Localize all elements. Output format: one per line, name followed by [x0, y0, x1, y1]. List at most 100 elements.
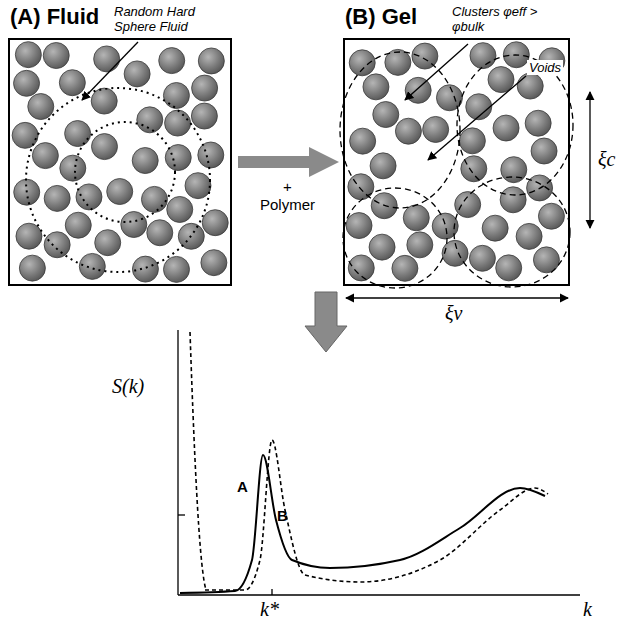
sphere: [470, 43, 496, 69]
sphere: [407, 232, 433, 258]
sphere: [159, 48, 185, 74]
sphere: [76, 184, 102, 210]
block-arrow: [305, 292, 347, 352]
callout-label: Random Hard Sphere Fluid: [114, 4, 214, 34]
sphere: [392, 255, 418, 281]
length-symbol: ξc: [598, 148, 615, 171]
sphere: [121, 212, 147, 238]
sphere: [516, 223, 542, 249]
sphere: [137, 107, 163, 133]
sphere: [19, 255, 45, 281]
leader-line: [428, 76, 526, 160]
sphere: [191, 103, 217, 129]
callout-label: Clusters φeff > φbulk: [452, 4, 542, 34]
sphere: [370, 153, 396, 179]
sphere: [423, 116, 449, 142]
sphere: [95, 230, 121, 256]
sphere: [65, 121, 91, 147]
curve-a: [180, 455, 545, 593]
sphere: [482, 215, 508, 241]
axis-tick: [271, 589, 272, 595]
cluster-outline: [340, 52, 460, 208]
sphere: [32, 143, 58, 169]
sphere: [373, 102, 399, 128]
sphere: [59, 70, 85, 96]
sphere: [165, 110, 191, 136]
sphere: [493, 115, 519, 141]
sphere-group: [12, 42, 565, 283]
sphere: [15, 42, 41, 68]
sphere: [348, 174, 374, 200]
sphere: [348, 255, 374, 281]
cluster-outline: [343, 188, 447, 288]
sphere: [43, 43, 69, 69]
y-axis: [177, 330, 178, 595]
process-arrow: [238, 156, 315, 168]
sphere: [44, 232, 70, 258]
arrow-label: + Polymer: [256, 178, 320, 214]
axis-label: S(k): [112, 375, 144, 398]
sphere: [517, 73, 543, 99]
sphere: [459, 128, 485, 154]
sphere: [91, 88, 117, 114]
sphere: [363, 74, 389, 100]
sphere: [436, 85, 462, 111]
sphere: [201, 250, 227, 276]
sphere: [455, 192, 481, 218]
sphere: [525, 110, 551, 136]
cluster-outline: [457, 55, 573, 195]
length-symbol: ξv: [445, 302, 462, 325]
sphere: [107, 179, 133, 205]
sphere: [198, 142, 224, 168]
sphere: [369, 234, 395, 260]
sphere: [350, 128, 376, 154]
sphere: [403, 205, 429, 231]
sphere: [44, 185, 70, 211]
sphere: [124, 61, 150, 87]
curve-label: B: [277, 507, 288, 524]
sphere: [167, 196, 193, 222]
sphere: [16, 223, 42, 249]
sphere: [132, 148, 158, 174]
sphere: [141, 186, 167, 212]
sphere: [349, 50, 375, 76]
curve-label: A: [237, 478, 248, 495]
sphere: [202, 210, 228, 236]
sphere: [147, 220, 173, 246]
panel-box: (B) Gel: [343, 38, 570, 286]
sphere: [192, 75, 218, 101]
sphere: [79, 253, 105, 279]
cluster-outline: [454, 177, 570, 287]
panel-title: (A) Fluid: [10, 4, 99, 30]
length-arrow: [346, 297, 568, 298]
sphere: [28, 94, 54, 120]
sphere: [14, 70, 40, 96]
sphere: [538, 203, 564, 229]
leader-line: [82, 42, 138, 100]
panel-box: (A) Fluid: [8, 38, 232, 286]
sphere: [405, 77, 431, 103]
sphere: [94, 46, 120, 72]
sphere: [163, 256, 189, 282]
curve-b: [190, 332, 548, 590]
axis-label: k: [583, 598, 592, 621]
sphere: [198, 48, 224, 74]
callout-label: Voids: [527, 60, 563, 75]
sphere: [531, 138, 557, 164]
sphere: [132, 256, 158, 282]
sphere: [65, 212, 91, 238]
sphere: [469, 245, 495, 271]
panel-title: (B) Gel: [345, 4, 417, 30]
axis-tick: [178, 514, 185, 515]
length-arrow: [589, 92, 590, 228]
sphere: [488, 67, 514, 93]
sphere: [163, 83, 189, 109]
dotted-shell: [75, 122, 175, 222]
x-axis: [178, 594, 580, 595]
sphere: [496, 255, 522, 281]
leader-line: [405, 44, 468, 100]
axis-label: k*: [260, 598, 279, 621]
